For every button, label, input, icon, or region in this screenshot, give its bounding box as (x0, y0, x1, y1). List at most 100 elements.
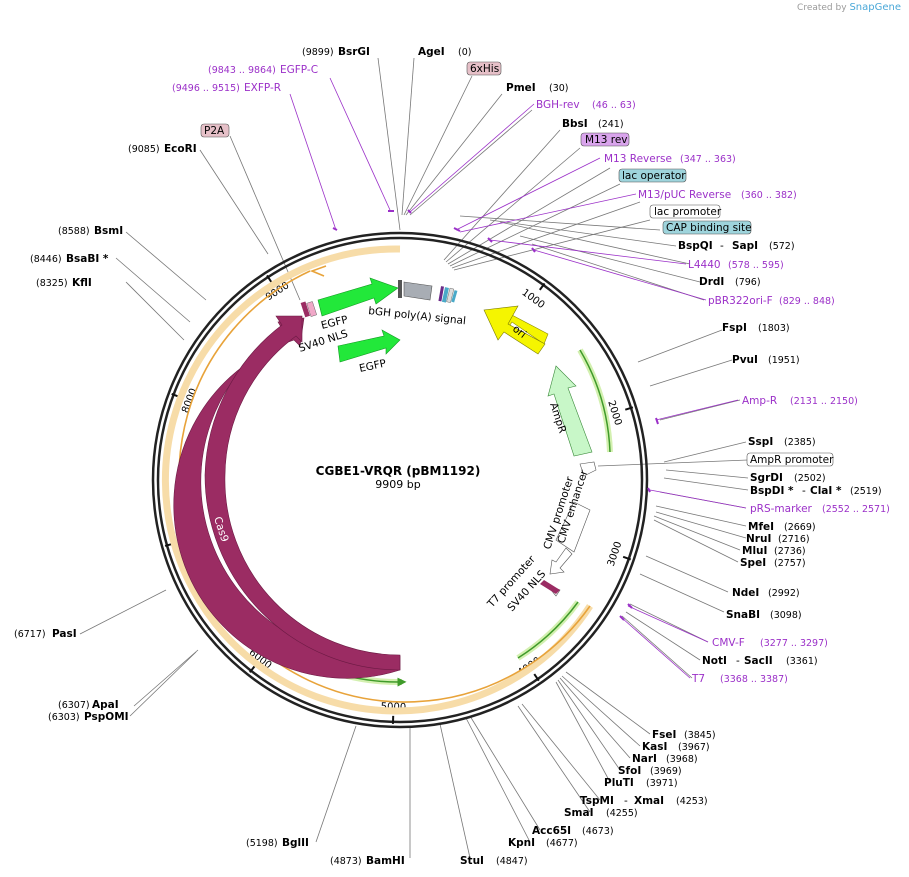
enzyme-pvui[interactable]: PvuI (732, 354, 758, 366)
snapgene-logo[interactable]: SnapGene (849, 2, 901, 13)
primer-leaders (289, 77, 747, 679)
primer-range-pbr322ori-f: (829 .. 848) (779, 296, 835, 307)
sv40-nls-top[interactable] (300, 301, 311, 318)
primer-prs-marker[interactable]: pRS-marker (750, 503, 813, 515)
enzyme-xmai[interactable]: XmaI (634, 795, 664, 807)
primer-ticks (332, 209, 659, 621)
bgh-polya-feature[interactable] (403, 281, 433, 301)
enzyme-fsei[interactable]: FseI (652, 729, 676, 741)
primer-egfp-c[interactable]: EGFP-C (280, 64, 318, 76)
enzyme-kpni[interactable]: KpnI (508, 837, 535, 849)
enzyme-apai[interactable]: ApaI (92, 699, 119, 711)
primer-pbr322ori-f[interactable]: pBR322ori-F (708, 295, 773, 307)
box-m13-rev[interactable]: M13 rev (585, 134, 628, 146)
primer-exfp-r[interactable]: EXFP-R (244, 82, 281, 94)
box-p2a[interactable]: P2A (204, 125, 225, 137)
enzyme-sgrdi[interactable]: SgrDI (750, 472, 783, 484)
enzyme-noti[interactable]: NotI (702, 655, 727, 667)
enzyme-snabi[interactable]: SnaBI (726, 609, 760, 621)
enzyme-pos-bsmi: (8588) (58, 226, 90, 237)
enzyme-pos-kpni: (4677) (546, 838, 578, 849)
plasmid-length: 9909 bp (375, 478, 420, 491)
cmv-promoter-feature[interactable] (549, 547, 573, 575)
primer-range-m13-reverse: (347 .. 363) (680, 154, 736, 165)
egfp-feature-top[interactable] (317, 277, 399, 317)
primer-bgh-rev[interactable]: BGH-rev (536, 99, 580, 111)
enzyme-clai[interactable]: ClaI * (810, 485, 842, 497)
enzyme-mlui[interactable]: MluI (742, 545, 767, 557)
primer-m13-reverse[interactable]: M13 Reverse (604, 153, 672, 165)
box-ampr-promoter[interactable]: AmpR promoter (750, 454, 834, 466)
enzyme-pasi[interactable]: PasI (52, 628, 77, 640)
primer-l4440[interactable]: L4440 (688, 259, 721, 271)
enzyme-drdi[interactable]: DrdI (699, 276, 724, 288)
enzyme-smai[interactable]: SmaI (564, 807, 594, 819)
ampr-feature[interactable] (547, 365, 593, 457)
enzyme-nrui[interactable]: NruI (746, 533, 771, 545)
egfp-feature-inner[interactable] (337, 329, 401, 363)
tick-mark (539, 282, 546, 291)
tick-mark (624, 406, 634, 411)
primer-m13-puc-reverse[interactable]: M13/pUC Reverse (638, 189, 731, 201)
enzyme-pos-pvui: (1951) (768, 355, 800, 366)
enzyme-nari[interactable]: NarI (632, 753, 657, 765)
primer-amp-r[interactable]: Amp-R (742, 395, 777, 407)
box-lac-promoter[interactable]: lac promoter (654, 206, 722, 218)
p2a-feature[interactable] (306, 301, 317, 317)
tick-label: 1000 (519, 287, 546, 311)
enzyme-sspi[interactable]: SspI (748, 436, 773, 448)
enzyme-stui[interactable]: StuI (460, 855, 484, 867)
enzyme-kfli[interactable]: KflI (72, 277, 92, 289)
enzyme-pspomi[interactable]: PspOMI (84, 711, 129, 723)
label-egfp-inner: EGFP (358, 358, 387, 375)
enzyme-pos-agei: (0) (458, 47, 471, 58)
svg-text:-: - (624, 795, 628, 807)
enzyme-mfei[interactable]: MfeI (748, 521, 774, 533)
box-cap-binding-site[interactable]: CAP binding site (666, 222, 752, 234)
enzyme-agei[interactable]: AgeI (418, 46, 445, 58)
tick-mark (622, 555, 632, 561)
primer-cmv-f[interactable]: CMV-F (712, 637, 745, 649)
enzyme-bspqi[interactable]: BspQI (678, 240, 713, 252)
box-lac-operator[interactable]: lac operator (622, 170, 686, 182)
enzyme-ecori[interactable]: EcoRI (164, 143, 197, 155)
box-6xhis[interactable]: 6xHis (470, 63, 499, 75)
enzyme-bbsi[interactable]: BbsI (562, 118, 588, 130)
enzyme-kasi[interactable]: KasI (642, 741, 667, 753)
enzyme-pos-pspomi: (6303) (48, 712, 80, 723)
primer-t7[interactable]: T7 (691, 673, 705, 685)
enzyme-labels: (9899) BsrGI AgeI (0) PmeI (30) BbsI (24… (14, 46, 882, 867)
enzyme-pluti[interactable]: PluTI (604, 777, 634, 789)
enzyme-sacii[interactable]: SacII (744, 655, 773, 667)
leader-lines (79, 57, 749, 859)
cas9-arrow[interactable] (204, 315, 401, 671)
enzyme-pmei[interactable]: PmeI (506, 82, 536, 94)
enzyme-ndei[interactable]: NdeI (732, 587, 759, 599)
enzyme-sfoi[interactable]: SfoI (618, 765, 641, 777)
enzyme-bsmi[interactable]: BsmI (94, 225, 123, 237)
enzyme-pos-pasi: (6717) (14, 629, 46, 640)
enzyme-acc65i[interactable]: Acc65I (532, 825, 571, 837)
enzyme-pos-mlui: (2736) (774, 546, 806, 557)
backbone-inner (156, 236, 644, 724)
enzyme-spei[interactable]: SpeI (740, 557, 766, 569)
primer-range-bgh-rev: (46 .. 63) (592, 100, 636, 111)
enzyme-pos-smai: (4255) (606, 808, 638, 819)
tick-label: 3000 (606, 540, 625, 568)
enzyme-sapi[interactable]: SapI (732, 240, 758, 252)
enzyme-pos-noti: (3361) (786, 656, 818, 667)
enzyme-bglii[interactable]: BglII (282, 837, 309, 849)
enzyme-bamhi[interactable]: BamHI (366, 855, 405, 867)
enzyme-pos-kfli: (8325) (36, 278, 68, 289)
primer-labels: BGH-rev (46 .. 63) M13 Reverse (347 .. 3… (172, 64, 890, 685)
enzyme-bsrgi[interactable]: BsrGI (338, 46, 370, 58)
ampr-promoter-feature[interactable] (579, 461, 597, 477)
enzyme-pos-stui: (4847) (496, 856, 528, 867)
enzyme-bspdi[interactable]: BspDI * (750, 485, 794, 497)
sv40-nls-bottom[interactable] (540, 580, 560, 594)
enzyme-fspi[interactable]: FspI (722, 322, 747, 334)
enzyme-bsabi[interactable]: BsaBI * (66, 253, 109, 265)
ori-arrow[interactable] (483, 305, 546, 355)
enzyme-tspmi[interactable]: TspMI (580, 795, 614, 807)
cmv-enhancer-feature[interactable] (555, 501, 591, 553)
